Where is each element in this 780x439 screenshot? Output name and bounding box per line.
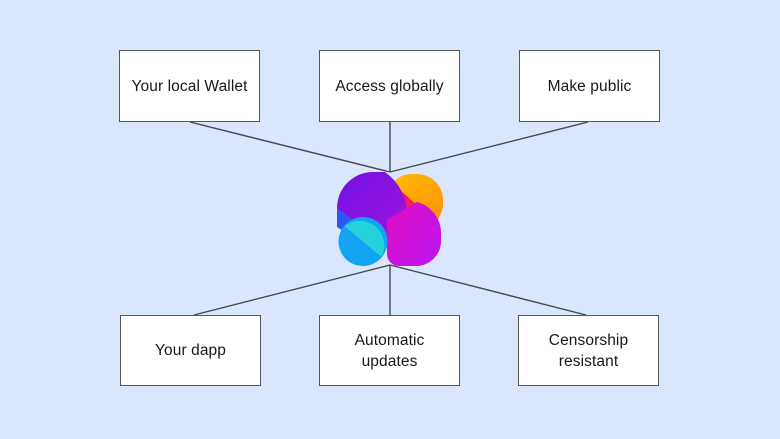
node-make-public: Make public [519, 50, 660, 122]
node-label: Automatic updates [354, 331, 425, 370]
connector-bottom-right [389, 264, 587, 316]
node-label: Your local Wallet [131, 77, 248, 95]
node-label: Access globally [335, 77, 444, 95]
logo-magenta-shape [387, 202, 442, 266]
node-label: Make public [547, 77, 632, 95]
logo-teal-half [344, 220, 385, 257]
connector-top-right [389, 121, 589, 173]
dappnet-logo [333, 172, 443, 266]
node-label: Your dapp [154, 342, 226, 359]
node-label: Censorship resistant [548, 331, 629, 370]
node-your-dapp: Your dapp [120, 315, 261, 386]
node-automatic-updates: Automatic updates [319, 315, 460, 386]
node-your-local-wallet: Your local Wallet [119, 50, 260, 122]
dappnet-logo-mark [333, 172, 443, 266]
node-access-globally: Access globally [319, 50, 460, 122]
connector-top-left [189, 121, 391, 173]
node-censorship-resistant: Censorship resistant [518, 315, 659, 386]
connector-bottom-left [193, 264, 391, 316]
